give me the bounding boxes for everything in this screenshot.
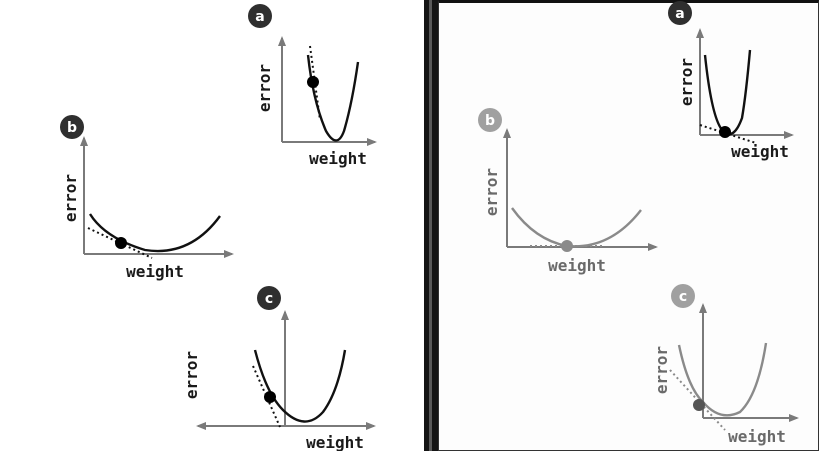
panel-divider [424,0,438,451]
x-axis-label: weight [728,427,786,446]
right-graph-c: c error weight [652,284,799,446]
y-axis-label: error [677,58,696,106]
badge-c [671,284,695,308]
y-axis-label: error [255,64,274,112]
error-curve [88,213,221,253]
x-axis-label: weight [306,433,364,451]
badge-b-label: b [67,120,77,136]
y-axis-label: error [652,346,671,394]
badge-a [248,4,272,28]
x-axis-label: weight [126,262,184,281]
slope-line [252,365,281,428]
badge-c-label: c [679,289,687,305]
badge-c-label: c [265,291,273,307]
badge-b [478,108,502,132]
y-axis-label: error [61,174,80,222]
x-axis-label: weight [548,256,606,275]
badge-b-label: b [485,113,495,129]
left-graph-a: a error weight [248,4,377,168]
error-curve [306,54,360,142]
y-axis-label: error [182,351,201,399]
weight-point [307,76,319,88]
right-diagram: a error weight b error weight c [478,1,799,446]
error-curve [677,342,768,417]
badge-a-label: a [675,6,684,22]
error-curve [511,207,642,248]
weight-point [561,240,573,252]
badge-b [60,115,84,139]
left-graph-c: c error weight [182,286,376,451]
y-axis-label: error [482,168,501,216]
left-panel: a error weight b error weight c [60,4,377,451]
weight-point [264,391,276,403]
x-axis-label: weight [731,142,789,161]
error-curve [703,49,752,136]
right-panel: a error weight b error weight c [438,0,819,451]
left-graph-b: b error weight [60,115,234,281]
x-axis-label: weight [309,149,367,168]
badge-c [257,286,281,310]
error-curve [253,349,347,423]
badge-a [668,1,692,25]
weight-point [693,399,705,411]
badge-a-label: a [255,9,264,25]
weight-point [719,126,731,138]
right-graph-a: a error weight [668,1,794,161]
right-graph-b: b error weight [478,108,658,275]
left-diagram: a error weight b error weight c [60,4,377,451]
weight-point [115,237,127,249]
